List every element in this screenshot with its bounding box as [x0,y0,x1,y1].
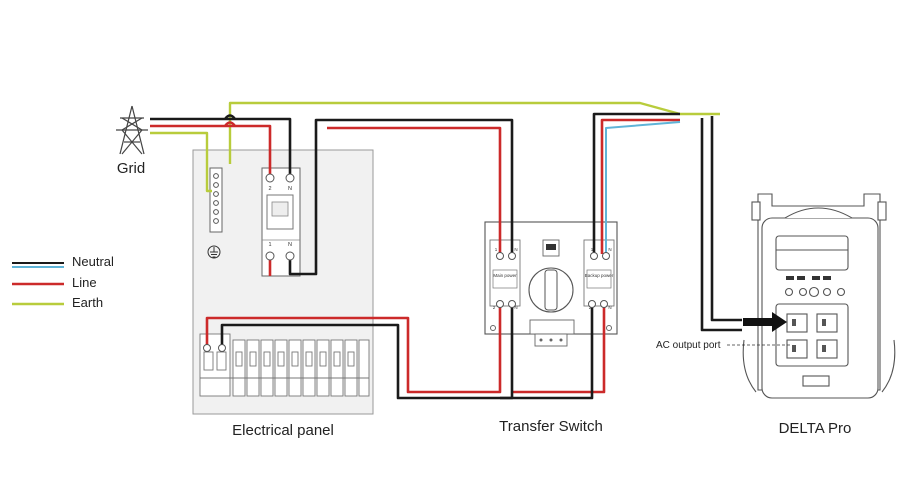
transfer-switch-label: Transfer Switch [499,418,603,435]
backup-power-label: Backup power [585,273,614,278]
main-power-label: Main power [493,273,517,278]
terminal-screws [203,173,610,352]
legend [12,262,64,306]
legend-earth-label: Earth [72,295,103,310]
grid-label: Grid [117,160,145,177]
main-breaker-term-n-top: N [288,186,292,192]
blue-wires [605,121,681,254]
main-breaker-term-n-bottom: N [288,242,292,248]
ts-backup-term-1: 1 [591,247,594,252]
line-wires [150,118,680,394]
wire-crossovers [224,114,236,127]
ts-backup-term-n-bottom: N [608,305,611,310]
ac-output-port-label: AC output port [656,340,721,351]
ts-main-term-2: 2 [493,305,496,310]
grid-tower-icon [116,105,148,155]
legend-line-label: Line [72,275,97,290]
legend-neutral-label: Neutral [72,254,114,269]
ts-main-term-1: 1 [495,247,498,252]
branch-breakers [199,333,370,397]
electrical-panel-label: Electrical panel [232,422,334,439]
transfer-switch-body [484,221,618,347]
main-breaker-term-2: 2 [268,186,271,192]
ts-main-term-n: N [514,247,517,252]
ts-backup-term-n: N [608,247,611,252]
main-breaker-term-1: 1 [268,242,271,248]
delta-pro-label: DELTA Pro [779,420,852,437]
delta-pro-unit [742,193,896,399]
ts-main-term-n-bottom: N [514,305,517,310]
earth-bus-bar [209,167,223,233]
earth-ground-icon [207,245,221,259]
ac-output-arrow-icon [743,312,787,332]
neutral-wires [150,112,742,400]
